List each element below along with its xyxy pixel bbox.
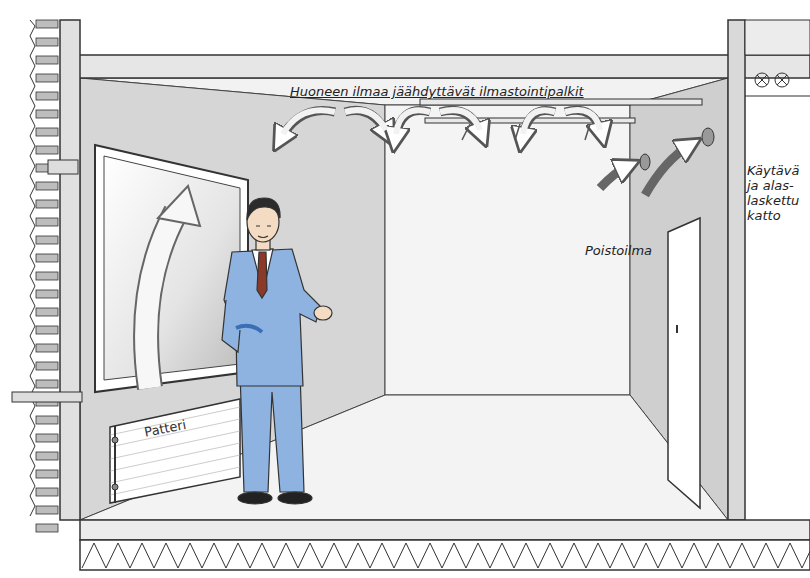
air-flow-arrow bbox=[280, 110, 602, 140]
window-glass bbox=[104, 156, 240, 380]
roof-slab bbox=[78, 55, 810, 78]
floor-slab bbox=[80, 520, 810, 540]
exhaust-vent bbox=[702, 128, 714, 146]
air-flow-arrow bbox=[283, 110, 600, 134]
brick-wall bbox=[36, 20, 58, 532]
warm-air-arrow bbox=[146, 212, 176, 388]
chilled-beam bbox=[420, 99, 702, 105]
slab-truss bbox=[82, 543, 810, 568]
warm-air-arrow bbox=[146, 212, 176, 388]
small-air-arrow bbox=[462, 124, 590, 140]
corridor-label: Käytävä ja alas- laskettu katto bbox=[747, 163, 809, 223]
corridor-wall bbox=[728, 20, 745, 520]
window-lintel bbox=[48, 160, 78, 174]
ceiling-lights bbox=[755, 73, 789, 87]
upper-slab-edge bbox=[745, 20, 810, 55]
window-frame bbox=[95, 145, 248, 392]
window-sill bbox=[12, 392, 82, 402]
beam-caption: Huoneen ilmaa jäähdyttävät ilmastointipa… bbox=[290, 84, 710, 99]
inner-wall-leaf bbox=[60, 20, 80, 520]
floor bbox=[80, 395, 728, 520]
suspended-ceiling bbox=[745, 95, 810, 96]
exhaust-label: Poistoilma bbox=[585, 243, 675, 258]
exhaust-arrow bbox=[600, 145, 690, 195]
door bbox=[668, 218, 700, 508]
radiator: Patteri bbox=[105, 395, 245, 507]
warm-air-arrow bbox=[158, 186, 200, 226]
door-handle bbox=[676, 325, 678, 333]
exhaust-vent bbox=[640, 154, 650, 170]
radiator-shape bbox=[105, 395, 245, 507]
insulation bbox=[30, 20, 35, 516]
